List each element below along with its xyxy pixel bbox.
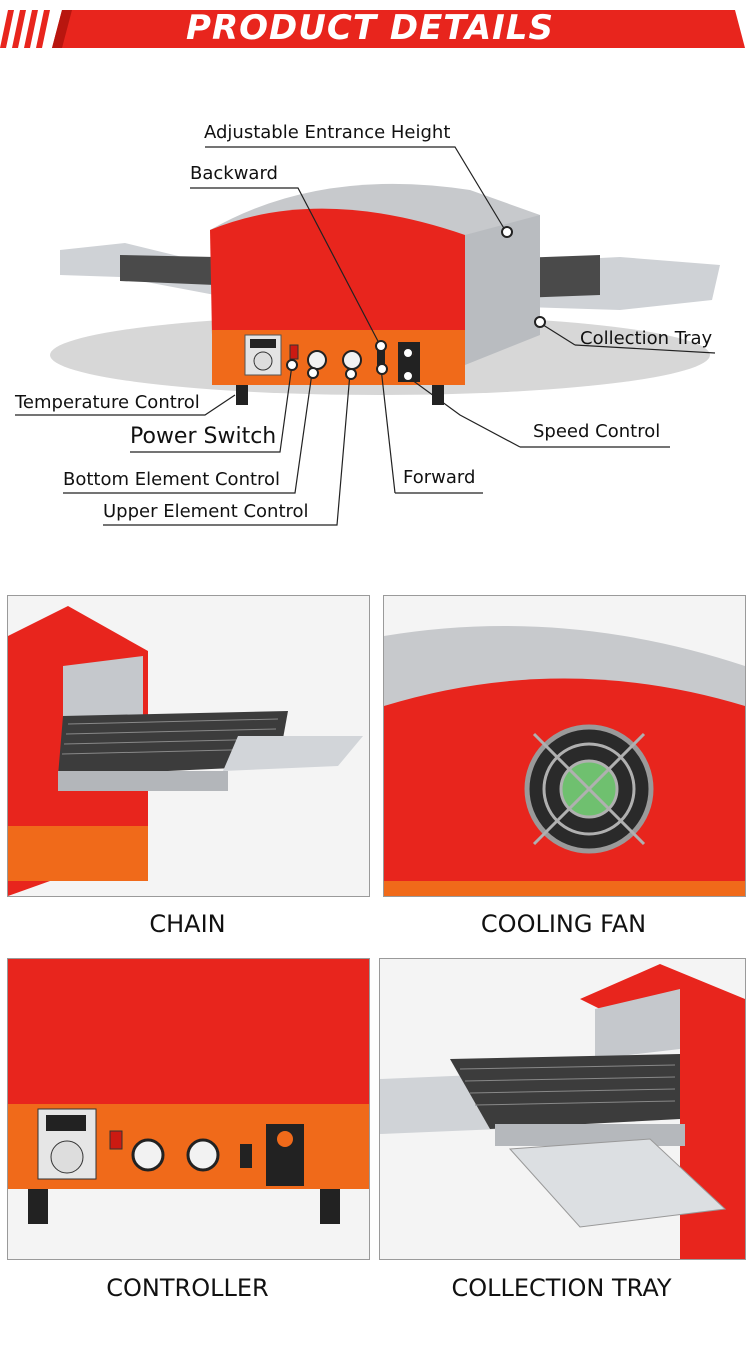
callout-bottom-element-control: Bottom Element Control [63, 469, 281, 490]
red-front-panel [210, 208, 465, 335]
callout-speed-control: Speed Control [533, 421, 661, 442]
caption-collection-tray: COLLECTION TRAY [451, 1274, 672, 1302]
callout-upper-element-control: Upper Element Control [103, 501, 309, 522]
chain-photo [8, 596, 369, 896]
header-banner: PRODUCT DETAILS [0, 0, 750, 56]
steel-side-panel [465, 215, 540, 365]
callout-forward: Forward [403, 467, 476, 488]
banner-graphic [0, 10, 745, 48]
caption-cooling-fan: COOLING FAN [480, 910, 647, 938]
banner-title: PRODUCT DETAILS [186, 8, 554, 48]
collection-tray-photo-panel [379, 958, 746, 1260]
cooling-fan-photo [384, 596, 745, 896]
bottom-knob [131, 1138, 165, 1172]
controller-photo [8, 959, 369, 1259]
power-switch-rocker [289, 344, 299, 360]
callout-collection-tray: Collection Tray [580, 328, 713, 349]
callout-adjustable-entrance-height: Adjustable Entrance Height [204, 122, 451, 143]
callout-backward: Backward [190, 163, 278, 184]
top-knob [186, 1138, 220, 1172]
oven-hero-illustration: Adjustable Entrance Height Backward Coll… [0, 95, 750, 555]
direction-switch [377, 350, 385, 368]
callout-leader-lines [15, 146, 716, 526]
cooling-fan-photo-panel [383, 595, 746, 897]
callout-power-switch: Power Switch [130, 424, 277, 449]
collection-tray-photo [380, 959, 745, 1259]
callout-dots [286, 226, 546, 382]
caption-controller: CONTROLLER [106, 1274, 269, 1302]
left-conveyor-belt [120, 255, 215, 285]
controller-photo-panel [7, 958, 370, 1260]
temperature-dial [253, 351, 273, 371]
upper-element-knob [342, 350, 362, 370]
bottom-element-knob [307, 350, 327, 370]
oven-illustration [15, 146, 720, 526]
callout-temperature-control: Temperature Control [15, 392, 200, 413]
caption-chain: CHAIN [149, 910, 226, 938]
chain-photo-panel [7, 595, 370, 897]
